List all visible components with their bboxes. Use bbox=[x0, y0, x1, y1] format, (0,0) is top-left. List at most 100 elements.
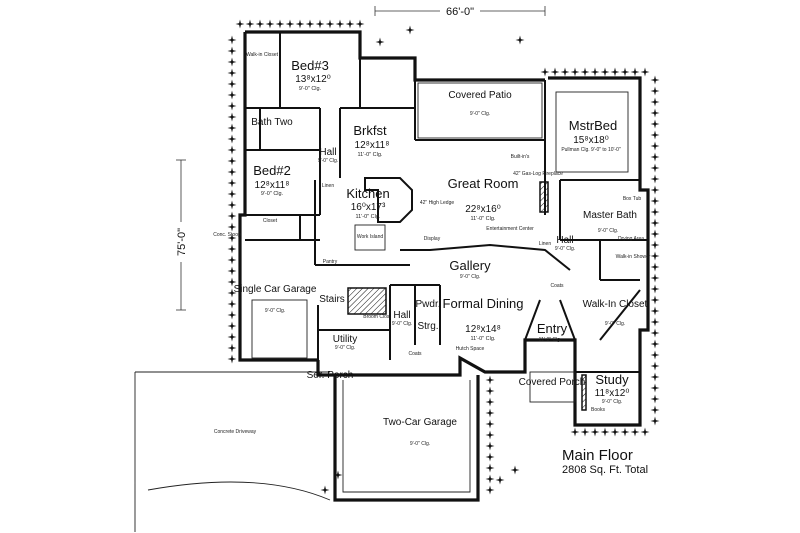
high-ledge-name: 42" High Ledge bbox=[420, 200, 455, 206]
room-hall-lower: Hall 9'-0" Clg. bbox=[392, 310, 412, 327]
shrub-icon bbox=[485, 452, 495, 462]
master-bath-ceiling: 9'-0" Clg. bbox=[598, 228, 618, 234]
work-island-name: Work Island bbox=[357, 234, 384, 240]
mstr-bed-fixture bbox=[555, 91, 629, 173]
single-car-garage bbox=[251, 299, 308, 359]
room-bed2: Bed#2 12⁸x11⁸ 9'-0" Clg. bbox=[253, 163, 291, 197]
shrub-icon bbox=[650, 108, 660, 118]
study-ceiling: 9'-0" Clg. bbox=[602, 399, 622, 405]
shrub-icon bbox=[295, 19, 305, 29]
drying-area-name: Drying Area bbox=[618, 236, 644, 242]
hall-upper-name: Hall bbox=[319, 147, 336, 158]
pantry-name: Pantry bbox=[323, 259, 338, 265]
shrub-icon bbox=[227, 299, 237, 309]
plan-title: Main Floor bbox=[562, 447, 633, 464]
shrub-icon bbox=[650, 75, 660, 85]
pwdr-name: Pwdr. bbox=[415, 299, 440, 310]
room-bed3: Bed#3 13⁸x12⁰ 9'-0" Clg. bbox=[291, 58, 331, 92]
entertainment-name: Entertainment Center bbox=[486, 226, 534, 232]
room-hall-upper: Hall 9'-0" Clg. bbox=[318, 147, 338, 164]
shrub-icon bbox=[650, 130, 660, 140]
great-room-size: 22⁸x16⁰ bbox=[465, 204, 500, 215]
concrete-drive-name: Concrete Driveway bbox=[214, 429, 257, 435]
shrub-icon bbox=[305, 19, 315, 29]
covered-patio-name: Covered Patio bbox=[448, 90, 512, 101]
shrub-icon bbox=[650, 295, 660, 305]
room-conc-stoop: Conc. Stoop bbox=[213, 232, 241, 238]
strg-name: Strg. bbox=[417, 321, 438, 332]
bed2-ceiling: 9'-0" Clg. bbox=[261, 191, 284, 197]
built-ins-name: Built-in's bbox=[511, 154, 530, 160]
room-hutch: Hutch Space bbox=[456, 346, 485, 352]
shrub-icon bbox=[630, 427, 640, 437]
mstr-bed-name: MstrBed bbox=[569, 118, 617, 133]
shrub-icon bbox=[227, 244, 237, 254]
shrub-icon bbox=[650, 262, 660, 272]
plan-subtitle: 2808 Sq. Ft. Total bbox=[562, 464, 648, 476]
master-bath-name: Master Bath bbox=[583, 210, 637, 221]
shrub-icon bbox=[227, 123, 237, 133]
dimension-width-label: 66'-0" bbox=[446, 6, 474, 18]
room-formal-dining: Formal Dining 12⁸x14⁸ 11'-0" Clg. bbox=[443, 296, 524, 342]
single-garage-ceiling: 9'-0" Clg. bbox=[265, 308, 285, 314]
shrub-icon bbox=[570, 427, 580, 437]
shrub-icon bbox=[580, 67, 590, 77]
shrub-icon bbox=[650, 196, 660, 206]
shrub-icon bbox=[620, 67, 630, 77]
dimension-depth: 75'-0" bbox=[172, 159, 190, 311]
formal-dining-name: Formal Dining bbox=[443, 296, 524, 311]
room-built-ins: Built-in's bbox=[511, 154, 530, 160]
room-books: Books bbox=[591, 407, 605, 413]
room-fireplace: 42" Gas-Log Fireplace bbox=[513, 171, 563, 177]
hall-right-ceiling: 9'-0" Clg. bbox=[555, 246, 575, 252]
room-two-car-garage: Two-Car Garage 9'-0" Clg. bbox=[383, 417, 457, 447]
shrub-icon bbox=[485, 375, 495, 385]
shrub-icon bbox=[630, 67, 640, 77]
room-pantry: Pantry bbox=[323, 259, 338, 265]
room-coats-lower: Coats bbox=[408, 351, 422, 357]
mstr-bed-ceiling: Pullman Clg. 9'-0" to 10'-0" bbox=[561, 147, 621, 153]
room-covered-porch: Covered Porch bbox=[519, 377, 586, 388]
shrub-icon bbox=[640, 427, 650, 437]
driveway bbox=[134, 371, 331, 532]
room-gallery: Gallery 9'-0" Clg. bbox=[449, 258, 491, 280]
shrub-icon bbox=[590, 427, 600, 437]
walkin-closet-top-name: Walk-in Closet bbox=[246, 52, 279, 58]
shrub-icon bbox=[650, 86, 660, 96]
shrub-icon bbox=[227, 222, 237, 232]
room-entertainment: Entertainment Center bbox=[486, 226, 534, 232]
room-brkfst: Brkfst 12⁸x11⁸ 11'-0" Clg. bbox=[353, 123, 389, 158]
shrub-icon bbox=[335, 19, 345, 29]
room-ser-porch: Ser. Porch bbox=[307, 370, 354, 381]
room-walkin-closet: Walk-In Closet 9'-0" Clg. bbox=[583, 299, 648, 327]
covered-patio-ceiling: 9'-0" Clg. bbox=[470, 111, 490, 117]
interior-walls bbox=[245, 32, 648, 410]
shrub-icon bbox=[227, 68, 237, 78]
shrub-icon bbox=[320, 485, 330, 495]
room-display: Display bbox=[424, 236, 441, 242]
brkfst-name: Brkfst bbox=[353, 123, 387, 138]
covered-porch-name: Covered Porch bbox=[519, 377, 586, 388]
shrub-icon bbox=[650, 251, 660, 261]
room-concrete-drive: Concrete Driveway bbox=[214, 429, 257, 435]
shrub-icon bbox=[600, 427, 610, 437]
room-drying-area: Drying Area bbox=[618, 236, 644, 242]
shrub-icon bbox=[485, 397, 495, 407]
books-name: Books bbox=[591, 407, 605, 413]
room-hall-right: Hall 9'-0" Clg. bbox=[555, 235, 575, 252]
shrub-icon bbox=[227, 332, 237, 342]
shrub-icon bbox=[485, 474, 495, 484]
shrub-icon bbox=[227, 200, 237, 210]
shrub-icon bbox=[650, 97, 660, 107]
shrub-icon bbox=[265, 19, 275, 29]
entry-name: Entry bbox=[537, 321, 568, 336]
room-walk-in-shower: Walk-in Shower bbox=[616, 254, 651, 260]
shrub-icon bbox=[485, 441, 495, 451]
bed3-ceiling: 9'-0" Clg. bbox=[299, 86, 322, 92]
two-car-garage bbox=[333, 375, 480, 502]
room-walkin-closet-top: Walk-in Closet bbox=[246, 52, 279, 58]
bed2-name: Bed#2 bbox=[253, 163, 291, 178]
shrub-icon bbox=[245, 19, 255, 29]
kitchen-ceiling: 11'-0" Clg. bbox=[356, 214, 381, 220]
room-strg: Strg. bbox=[417, 321, 438, 332]
